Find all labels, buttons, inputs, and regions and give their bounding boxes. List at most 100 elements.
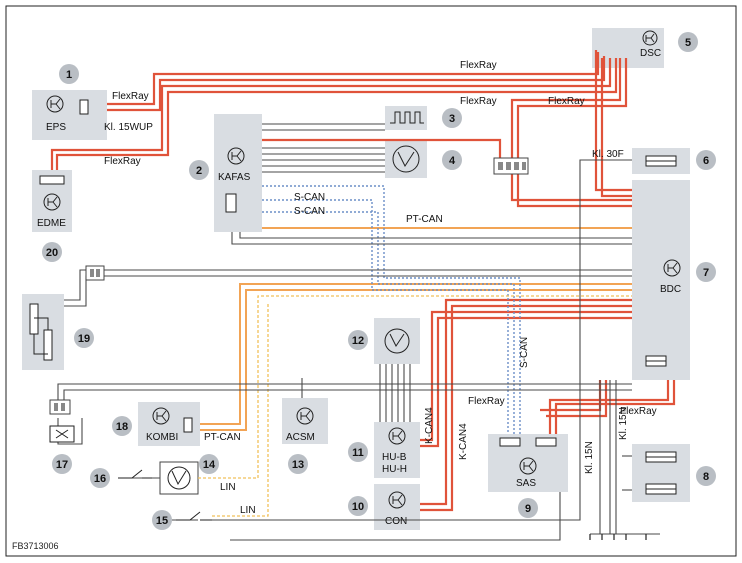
- edme-label: EDME: [37, 218, 66, 229]
- hu-label-1: HU-B: [382, 452, 407, 463]
- svg-text:12: 12: [352, 335, 364, 347]
- callout-10: 10: [348, 496, 368, 516]
- wire-label-flexray-sas: FlexRay: [468, 396, 505, 407]
- svg-text:16: 16: [94, 473, 106, 485]
- dsc-icon: [642, 30, 658, 46]
- comp8-icon: [645, 451, 677, 495]
- svg-text:8: 8: [703, 471, 709, 483]
- callout-3: 3: [442, 108, 462, 128]
- svg-text:13: 13: [292, 459, 304, 471]
- con-icon: [388, 491, 406, 509]
- callout-6: 6: [696, 150, 716, 170]
- wire-label-ptcan-kombi: PT-CAN: [204, 432, 241, 443]
- callout-4: 4: [442, 150, 462, 170]
- callout-12: 12: [348, 330, 368, 350]
- eps-connector-icon: [79, 99, 89, 115]
- bdc-connector-icon: [645, 355, 667, 367]
- connector-flexray-hub: [493, 157, 529, 175]
- comp3-module: [385, 106, 427, 130]
- wire-label-flexray-top: FlexRay: [460, 60, 497, 71]
- connector-17: [49, 399, 71, 415]
- svg-text:3: 3: [449, 113, 455, 125]
- svg-text:5: 5: [685, 37, 691, 49]
- wire-label-scan-2: S-CAN: [294, 206, 325, 217]
- flexray-wires: [50, 50, 676, 512]
- svg-text:6: 6: [703, 155, 709, 167]
- kafas-icon: [227, 147, 245, 165]
- sas-label: SAS: [516, 478, 536, 489]
- callout-15: 15: [152, 510, 172, 530]
- sas-connector-icon: [499, 437, 557, 447]
- dsc-label: DSC: [640, 48, 661, 59]
- svg-text:20: 20: [46, 247, 58, 259]
- wire-label-kl30f: Kl. 30F: [592, 149, 624, 160]
- ground-bar-icon: [589, 534, 647, 540]
- connector-19: [85, 265, 105, 281]
- kafas-connector-icon: [225, 193, 237, 213]
- callout-1: 1: [59, 64, 79, 84]
- acsm-module: [282, 398, 328, 444]
- svg-text:15: 15: [156, 515, 168, 527]
- wire-label-scan-1: S-CAN: [294, 192, 325, 203]
- callout-19: 19: [74, 328, 94, 348]
- hu-label-2: HU-H: [382, 464, 407, 475]
- svg-text:11: 11: [352, 447, 364, 459]
- svg-text:9: 9: [525, 503, 531, 515]
- comp16-switch-icon: [118, 469, 152, 479]
- wire-label-flexray-bdc: FlexRay: [620, 406, 657, 417]
- comp19-icon: [29, 303, 53, 361]
- con-label: CON: [385, 516, 407, 527]
- comp3-icon: [390, 111, 424, 124]
- kombi-label: KOMBI: [146, 432, 178, 443]
- wire-label-lin-b: LIN: [240, 505, 256, 516]
- callout-11: 11: [348, 442, 368, 462]
- acsm-label: ACSM: [286, 432, 315, 443]
- wire-label-flexray-edme: FlexRay: [104, 156, 141, 167]
- kafas-module: [214, 114, 262, 232]
- callout-2: 2: [189, 160, 209, 180]
- comp19-module: [22, 294, 64, 370]
- eps-module: [32, 90, 107, 140]
- lin-wires: [198, 295, 632, 517]
- wire-label-kl15n-a: Kl. 15N: [584, 441, 595, 474]
- callout-17: 17: [52, 454, 72, 474]
- bdc-icon: [663, 259, 681, 277]
- callout-20: 20: [42, 242, 62, 262]
- edme-connector-icon: [39, 175, 65, 185]
- scan-wires: [262, 185, 521, 434]
- comp15-icon: [176, 511, 212, 521]
- hu-icon: [388, 427, 406, 445]
- svg-text:17: 17: [56, 459, 68, 471]
- svg-text:1: 1: [66, 69, 72, 81]
- callout-13: 13: [288, 454, 308, 474]
- figure-id: FB3713006: [12, 541, 59, 551]
- acsm-icon: [296, 407, 314, 425]
- comp12-icon: [384, 328, 410, 354]
- callouts: 1 2 3 4 5 6 7 8 9 10 11 12 13 14 15 16 1…: [42, 32, 716, 530]
- svg-text:4: 4: [449, 155, 456, 167]
- sas-icon: [519, 457, 537, 475]
- edme-icon: [43, 193, 61, 211]
- bdc-label: BDC: [660, 284, 681, 295]
- diagram-border: [5, 5, 737, 557]
- wire-label-scan-vertical: S-CAN: [519, 337, 530, 368]
- bdc-module: [632, 180, 690, 380]
- svg-text:19: 19: [78, 333, 90, 345]
- comp17-icon: [49, 425, 75, 443]
- svg-text:18: 18: [116, 421, 128, 433]
- wire-label-kl15n-b: Kl. 15N: [618, 407, 629, 440]
- callout-5: 5: [678, 32, 698, 52]
- wire-label-kcan4-b: K-CAN4: [458, 423, 469, 460]
- kombi-icon: [152, 407, 170, 425]
- svg-text:7: 7: [703, 267, 709, 279]
- wire-label-flexray-kafas: FlexRay: [460, 96, 497, 107]
- comp12-module: [374, 318, 420, 364]
- wire-label-kl15wup: Kl. 15WUP: [104, 122, 153, 133]
- callout-14: 14: [199, 454, 219, 474]
- svg-text:10: 10: [352, 501, 364, 513]
- callout-18: 18: [112, 416, 132, 436]
- kombi-connector-icon: [183, 417, 193, 433]
- eps-label: EPS: [46, 122, 66, 133]
- hu-module: [374, 422, 420, 478]
